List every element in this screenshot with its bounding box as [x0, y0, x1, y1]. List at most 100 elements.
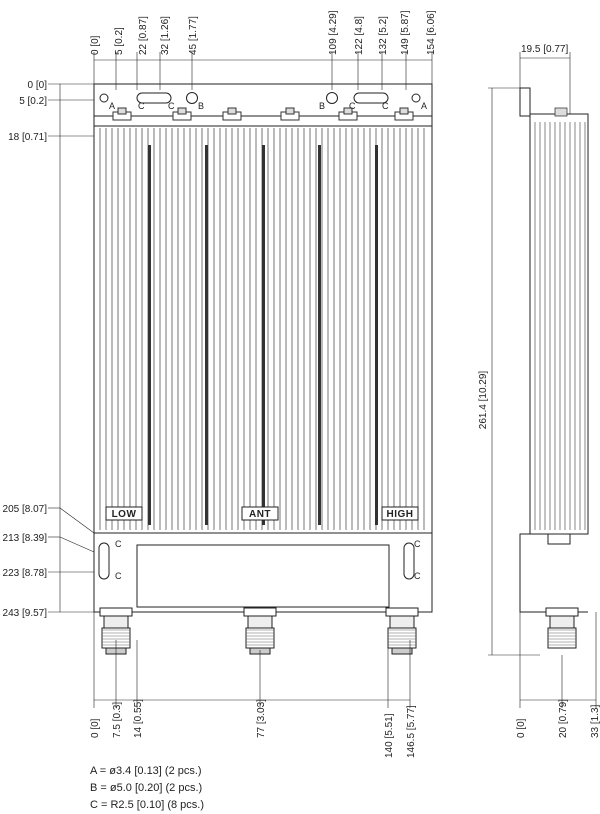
fin-groove	[148, 145, 151, 525]
connector-tip	[391, 647, 413, 655]
left-dim-6: 243 [9.57]	[3, 608, 48, 619]
rf-connectors	[99, 607, 419, 655]
hole-b-right	[326, 92, 338, 104]
cooling-fins	[99, 128, 425, 530]
bottom-dim-0: 0 [0]	[90, 718, 101, 738]
side-body	[529, 113, 589, 535]
top-dim-5: 109 [4.29]	[328, 10, 339, 55]
side-fins	[534, 107, 586, 530]
hole-label-a-left: A	[109, 101, 115, 111]
side-bottom-dim-1: 20 [0.79]	[558, 699, 569, 738]
side-dimensions	[488, 52, 597, 708]
left-dim-5: 223 [8.78]	[3, 568, 48, 579]
tuning-screw-head	[399, 107, 409, 115]
tuning-screw-head	[343, 107, 353, 115]
side-connector-flange	[545, 607, 579, 617]
slot-c-right	[353, 92, 389, 104]
top-dim-2: 22 [0.87]	[138, 16, 149, 55]
side-screw	[554, 107, 568, 117]
top-dim-7: 132 [5.2]	[378, 16, 389, 55]
slot-c-bottom-left	[98, 542, 110, 580]
top-dim-6: 122 [4.8]	[354, 16, 365, 55]
hole-label-c-bl1: C	[115, 539, 122, 549]
slot-c-bottom-right	[403, 542, 415, 580]
tuning-screw-head	[227, 107, 237, 115]
ant-badge: ANT	[249, 509, 271, 520]
low-badge: LOW	[112, 509, 137, 520]
left-dim-labels: 0 [0] 5 [0.2] 18 [0.71] 205 [8.07] 213 […	[3, 80, 48, 619]
fin-groove	[262, 145, 265, 525]
fin-groove	[375, 145, 378, 525]
hole-a-right	[411, 93, 421, 103]
side-top-dim: 19.5 [0.77]	[521, 44, 568, 55]
bracket-cutout	[136, 544, 390, 608]
top-dim-9: 154 [6.06]	[426, 10, 437, 55]
hole-label-c-left1: C	[138, 101, 145, 111]
side-connector	[545, 607, 579, 649]
hole-label-c-bl2: C	[115, 571, 122, 581]
left-dim-0: 0 [0]	[28, 80, 48, 91]
left-dimensions	[48, 83, 95, 613]
bottom-dim-5: 146.5 [5.77]	[406, 705, 417, 758]
top-dim-labels: 0 [0] 5 [0.2] 22 [0.87] 32 [1.26] 45 [1.…	[90, 10, 437, 55]
tuning-screw-head	[177, 107, 187, 115]
hole-label-b-left: B	[198, 101, 204, 111]
hole-label-c-br1: C	[414, 539, 421, 549]
top-dimensions	[93, 52, 433, 90]
top-dim-3: 32 [1.26]	[160, 16, 171, 55]
hole-label-c-right2: C	[382, 101, 389, 111]
connector-nut	[389, 615, 415, 629]
tuning-screw-head	[285, 107, 295, 115]
ant-badge-box	[241, 506, 279, 521]
bottom-dim-2: 14 [0.55]	[133, 699, 144, 738]
tuning-screw-head	[117, 107, 127, 115]
side-top-bracket	[519, 87, 531, 117]
left-dim-4: 213 [8.39]	[3, 533, 48, 544]
side-connector-nut	[549, 615, 575, 629]
bottom-dim-3: 77 [3.03]	[256, 699, 267, 738]
hole-label-a-right: A	[421, 101, 427, 111]
high-badge: HIGH	[387, 509, 414, 520]
connector-nut	[103, 615, 129, 629]
side-height-dim: 261.4 [10.29]	[478, 371, 489, 430]
fin-groove	[318, 145, 321, 525]
hole-label-b-right: B	[319, 101, 325, 111]
top-dim-1: 5 [0.2]	[114, 27, 125, 55]
top-flange	[93, 83, 433, 119]
slot-c-left	[136, 92, 172, 104]
bottom-dim-4: 140 [5.51]	[384, 713, 395, 758]
left-dim-1: 5 [0.2]	[19, 96, 47, 107]
tuning-strip	[93, 115, 433, 127]
connector-flange	[243, 607, 277, 617]
bottom-dim-labels: 0 [0] 7.5 [0.3] 14 [0.55] 77 [3.03] 140 …	[90, 699, 417, 758]
top-dim-4: 45 [1.77]	[188, 16, 199, 55]
hole-a-left	[99, 93, 109, 103]
connector-flange	[99, 607, 133, 617]
hole-label-c-right1: C	[349, 101, 356, 111]
bottom-dimensions	[93, 612, 411, 708]
low-badge-box	[105, 506, 143, 521]
high-badge-box	[381, 506, 419, 521]
hole-label-c-br2: C	[414, 571, 421, 581]
hole-legend: A = ø3.4 [0.13] (2 pcs.) B = ø5.0 [0.20]…	[90, 763, 204, 814]
hole-label-c-left2: C	[168, 101, 175, 111]
legend-line-c: C = R2.5 [0.10] (8 pcs.)	[90, 799, 205, 811]
top-dim-8: 149 [5.87]	[400, 10, 411, 55]
connector-flange	[385, 607, 419, 617]
connector-nut	[247, 615, 273, 629]
hole-b-left	[186, 92, 198, 104]
fin-groove	[205, 145, 208, 525]
left-dim-2: 18 [0.71]	[8, 132, 47, 143]
bottom-dim-1: 7.5 [0.3]	[112, 702, 123, 738]
front-view	[93, 83, 433, 655]
side-bottom-dim-0: 0 [0]	[516, 718, 527, 738]
top-dim-0: 0 [0]	[90, 35, 101, 55]
side-bottom-tab	[547, 533, 571, 545]
legend-line-a: A = ø3.4 [0.13] (2 pcs.)	[90, 765, 202, 777]
side-view	[519, 87, 589, 649]
side-bottom-bracket	[519, 533, 588, 613]
tuning-screws	[112, 107, 414, 121]
left-dim-3: 205 [8.07]	[3, 504, 48, 515]
side-bottom-dim-2: 33 [1.3]	[590, 704, 600, 738]
